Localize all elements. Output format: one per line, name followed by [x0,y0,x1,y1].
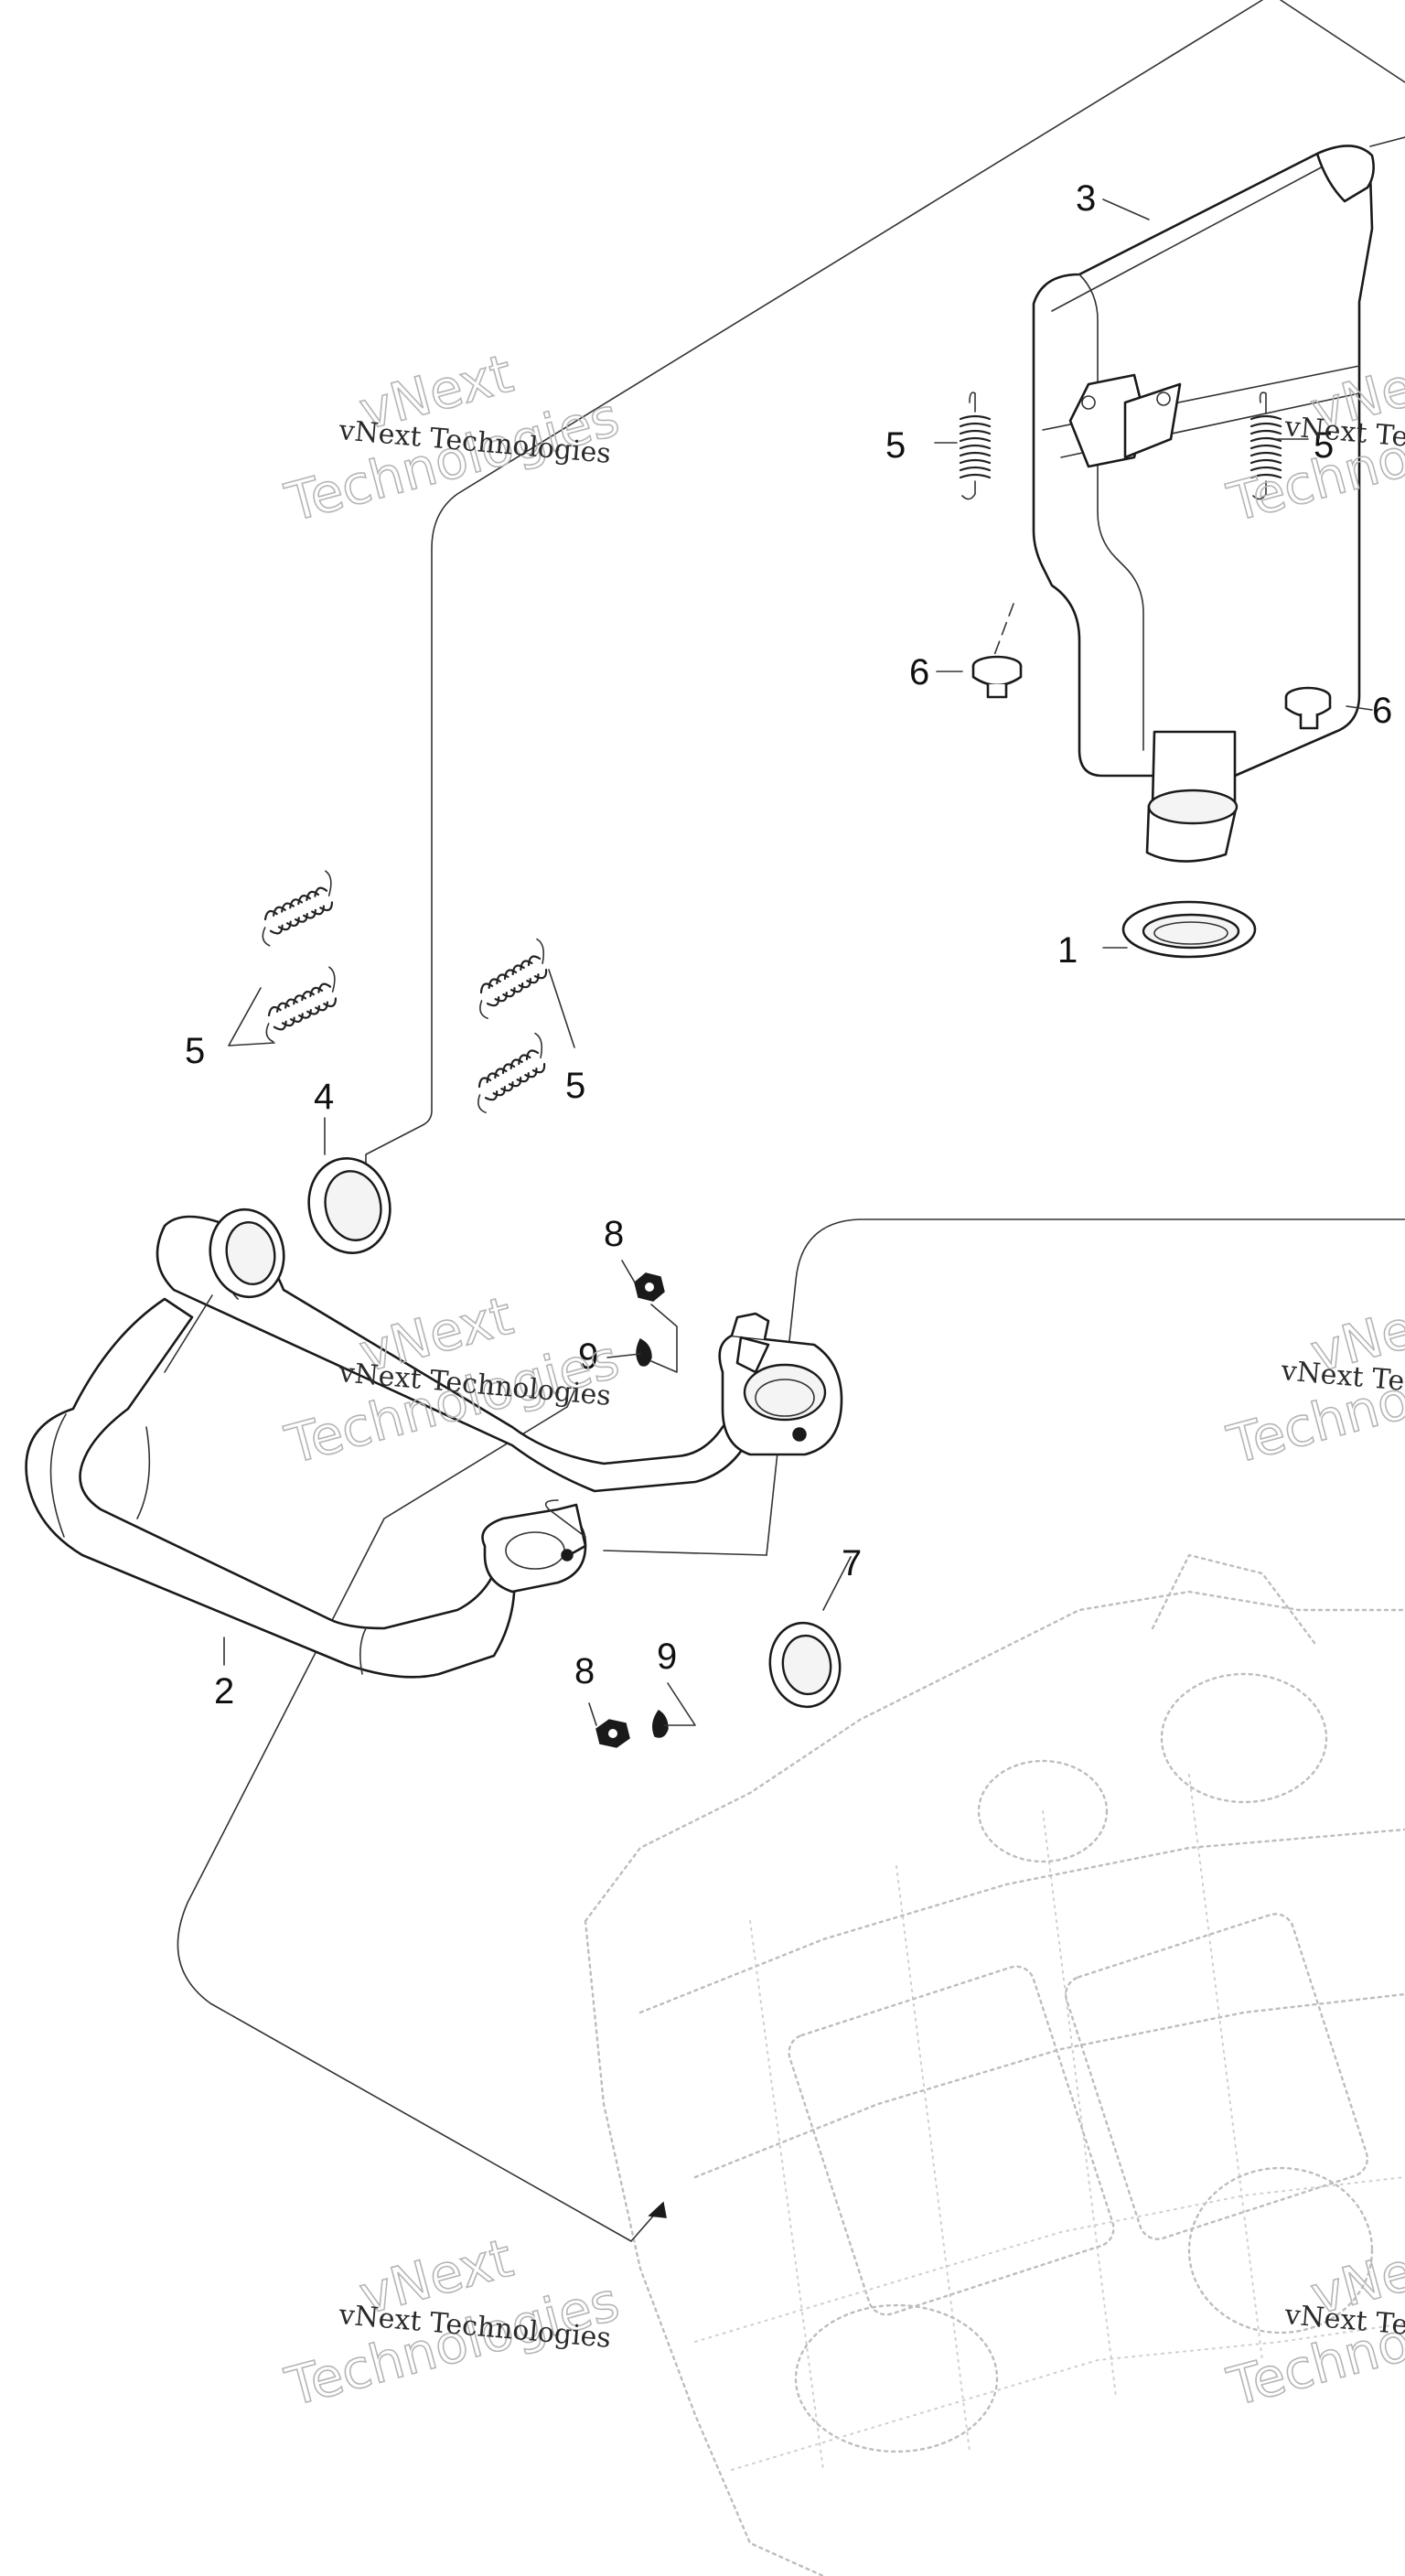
callout-8-lower: 8 [574,1651,595,1691]
watermark-5-partial: vNe Techno vNext Te [1220,1297,1405,1477]
callout-1: 1 [1057,930,1078,971]
springs-part-5-left-pair [262,870,338,1043]
spring-part-5-upper-left [959,392,992,500]
gasket-part-1 [1121,900,1257,959]
callout-4: 4 [314,1077,334,1117]
washer-part-9-upper [636,1337,652,1367]
nut-part-8-upper [634,1272,665,1302]
callout-9-lower: 9 [657,1637,677,1677]
assembly-leader-lines [177,0,1405,2242]
spring-part-5-upper-right [1249,392,1282,500]
watermark-2: vNext Technologies vNext Technologies [278,1283,626,1476]
springs-part-5-right-pair [477,938,548,1114]
callout-5-right-pair: 5 [565,1066,585,1106]
callout-8-upper: 8 [604,1214,624,1254]
grommet-part-6-left [971,655,1023,699]
callout-7: 7 [842,1543,862,1583]
callout-5-upper-right: 5 [1314,425,1334,466]
header-pipe-part-2 [25,1208,843,1679]
engine-ghost-outline [584,1553,1405,2576]
callout-3: 3 [1076,178,1096,219]
grommet-part-6-right [1284,686,1332,730]
watermark-6-partial: vNe Techno vNext Te [1220,2239,1405,2420]
muffler-part-3 [1032,145,1375,863]
callout-leaders [223,199,1373,1726]
callout-6-right: 6 [1372,691,1392,731]
callout-6-left: 6 [909,652,929,692]
gasket-part-7 [768,1621,842,1709]
watermark-3: vNext Technologies vNext Technologies [278,2226,626,2419]
washer-part-9-lower [652,1710,669,1738]
watermark-1: vNext Technologies vNext Technologies [278,341,626,534]
callout-5-left-pair: 5 [185,1031,205,1071]
nut-part-8-lower [595,1719,630,1748]
callout-5-upper-left: 5 [885,425,906,466]
callout-9-upper: 9 [578,1336,598,1377]
callout-2: 2 [214,1671,234,1712]
callout-labels: 1 2 3 4 5 5 5 5 6 6 7 8 8 9 9 [185,178,1392,1712]
gasket-part-4 [307,1157,391,1254]
